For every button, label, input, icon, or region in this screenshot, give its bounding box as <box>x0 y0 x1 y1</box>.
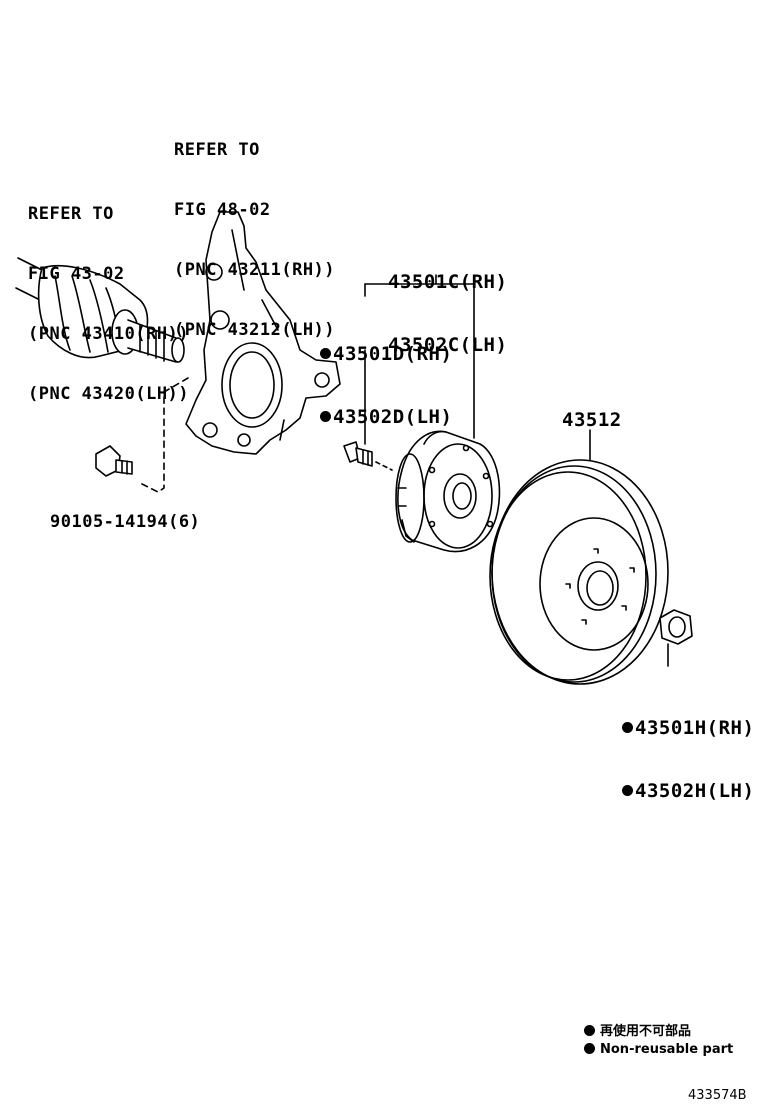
knuckle-reference-label: REFER TO FIG 48-02 (PNC 43211(RH)) (PNC … <box>174 100 335 360</box>
hub-assembly-rh: 43501C(RH) <box>388 271 508 293</box>
hub-bolt-rh: 43501D(RH) <box>320 344 452 365</box>
non-reusable-dot <box>320 348 331 359</box>
nut-rh: 43501H(RH) <box>622 718 754 739</box>
rotor-label: 43512 <box>562 409 622 431</box>
knuckle-bolt-drawing <box>95 445 133 477</box>
brake-rotor-drawing <box>489 459 669 685</box>
knuckle-ref-line-3: (PNC 43211(RH)) <box>174 260 336 280</box>
hub-assembly-lh: 43502C(LH) <box>388 334 508 356</box>
nut-lh: 43502H(LH) <box>622 781 754 802</box>
legend-dot <box>584 1043 595 1054</box>
drive-shaft-reference-label: REFER TO FIG 43-02 (PNC 43410(RH)) (PNC … <box>28 164 189 424</box>
hub-nut-drawing <box>659 609 693 667</box>
hub-bolt-rh-text: 43501D(RH) <box>333 343 453 365</box>
legend-japanese: 再使用不可部品 <box>584 1020 691 1039</box>
non-reusable-dot <box>320 411 331 422</box>
legend-en-text: Non-reusable part <box>600 1042 734 1057</box>
shaft-ref-line-2: FIG 43-02 <box>28 264 125 284</box>
legend-dot <box>584 1025 595 1036</box>
hub-bearing-drawing <box>395 430 501 553</box>
legend-jp-text: 再使用不可部品 <box>600 1024 692 1039</box>
hub-bolt-drawing <box>343 441 393 471</box>
shaft-ref-line-1: REFER TO <box>28 204 114 224</box>
figure-number: 433574B <box>688 1088 747 1103</box>
steering-knuckle-drawing <box>185 211 341 455</box>
nut-label: 43501H(RH) 43502H(LH) <box>622 676 754 823</box>
shaft-ref-line-4: (PNC 43420(LH)) <box>28 384 190 404</box>
non-reusable-dot <box>622 785 633 796</box>
nut-lh-text: 43502H(LH) <box>635 780 755 802</box>
hub-label-bracket <box>364 274 475 445</box>
shaft-ref-line-3: (PNC 43410(RH)) <box>28 324 190 344</box>
drive-shaft-drawing <box>15 257 185 363</box>
legend-english: Non-reusable part <box>584 1042 733 1057</box>
hub-bolt-lh-text: 43502D(LH) <box>333 406 453 428</box>
nut-rh-text: 43501H(RH) <box>635 717 755 739</box>
knuckle-ref-line-2: FIG 48-02 <box>174 200 271 220</box>
knuckle-bolt-leader <box>137 377 189 493</box>
knuckle-ref-line-1: REFER TO <box>174 140 260 160</box>
hub-bolt-label: 43501D(RH) 43502D(LH) <box>320 302 452 449</box>
knuckle-bolt-label: 90105-14194(6) <box>50 512 201 532</box>
knuckle-ref-line-4: (PNC 43212(LH)) <box>174 320 336 340</box>
hub-bolt-lh: 43502D(LH) <box>320 407 452 428</box>
hub-assembly-label: 43501C(RH) 43502C(LH) <box>388 230 507 377</box>
non-reusable-dot <box>622 722 633 733</box>
